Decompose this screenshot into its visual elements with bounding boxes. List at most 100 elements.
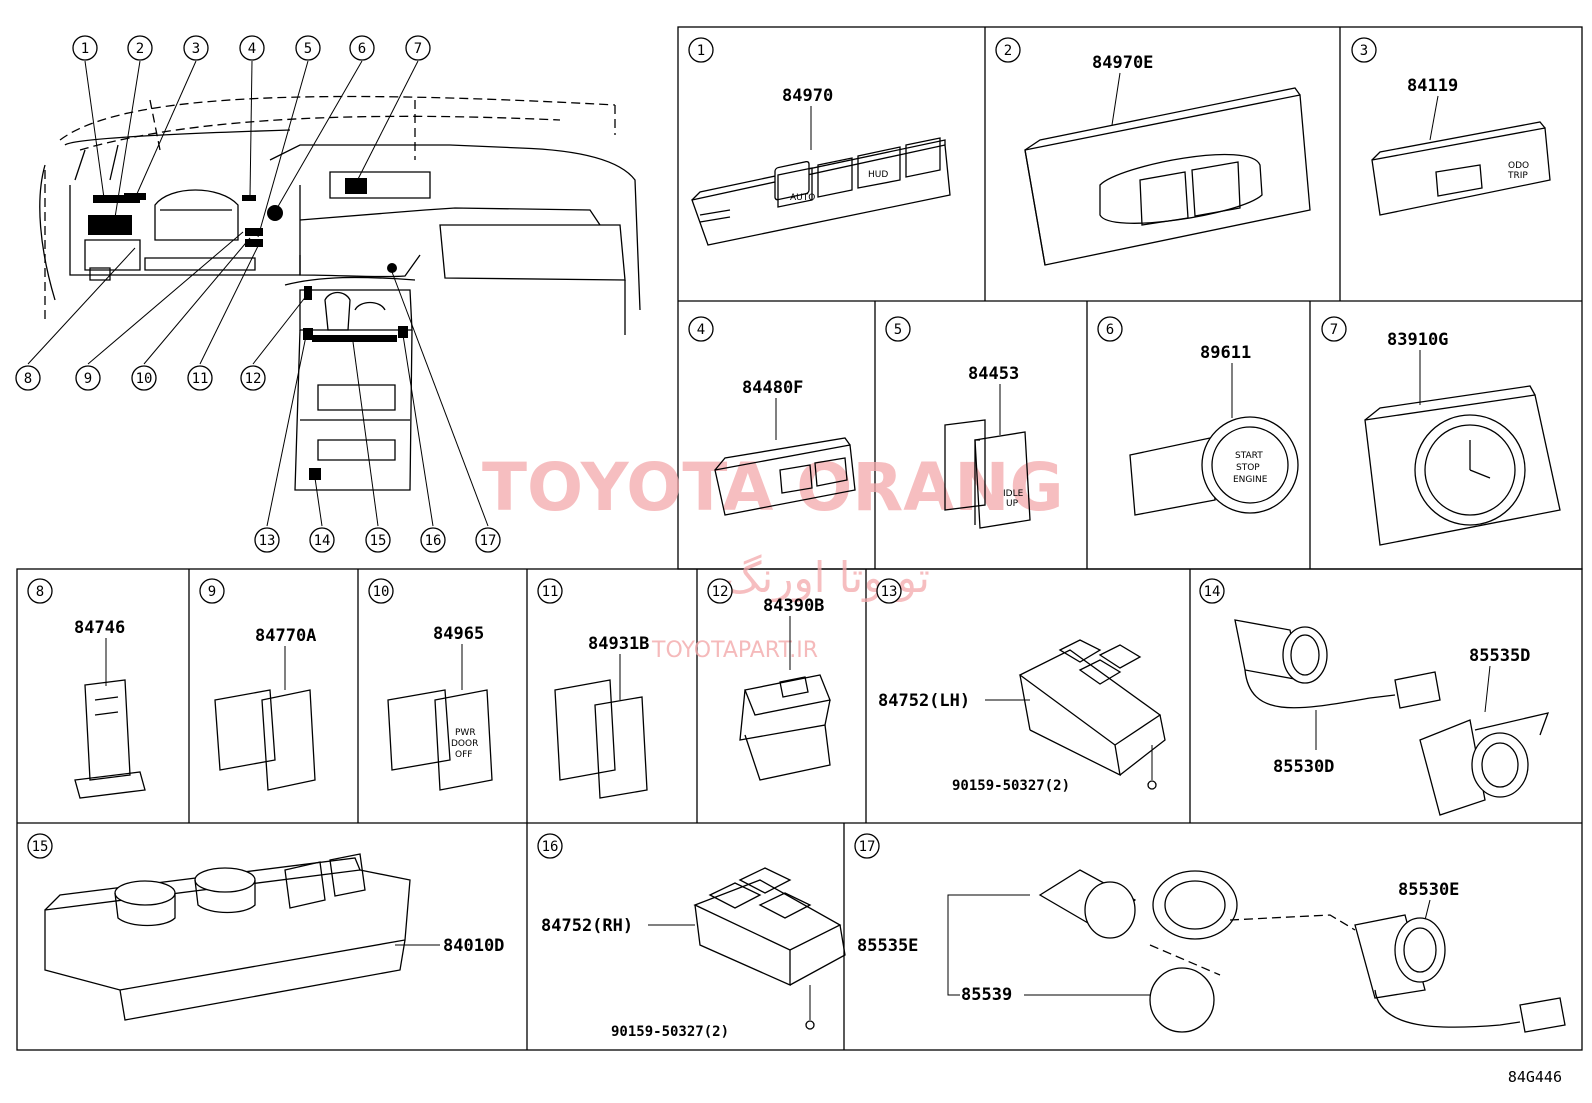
panel-1: 1 84970 AUTO HUD	[688, 37, 951, 246]
part-number-84970: 84970	[782, 86, 833, 106]
callout-4: 4	[239, 35, 265, 61]
panel-2: 2 84970E	[995, 37, 1311, 266]
svg-text:2: 2	[136, 41, 144, 57]
svg-text:9: 9	[208, 584, 216, 600]
part-number-84770A: 84770A	[255, 626, 316, 646]
panel-5: 5 84453 IDLE UP	[885, 316, 1031, 529]
svg-text:17: 17	[480, 533, 497, 549]
svg-text:14: 14	[314, 533, 331, 549]
svg-text:14: 14	[1204, 584, 1221, 600]
diagram-code: 84G446	[1508, 1068, 1562, 1086]
switch-84119: ODO TRIP	[1371, 121, 1551, 216]
switch-84746	[74, 679, 146, 799]
socket-85535D	[1419, 712, 1550, 816]
callout-12: 12	[240, 365, 266, 391]
switch-84752RH	[693, 867, 846, 987]
part-number-84453: 84453	[968, 364, 1019, 384]
watermark-site: TOYOTAPART.IR	[651, 638, 818, 663]
switch-84453: IDLE UP	[944, 419, 1031, 529]
socket-85530E	[1354, 914, 1566, 1033]
svg-text:7: 7	[1330, 322, 1338, 338]
socket-85535E	[1038, 869, 1238, 940]
overview-leaders	[27, 60, 489, 527]
part-number-83910G: 83910G	[1387, 330, 1448, 350]
svg-text:7: 7	[414, 41, 422, 57]
switch-84970E	[1024, 87, 1311, 266]
part-number-84480F: 84480F	[742, 378, 803, 398]
socket-85530D	[1234, 619, 1441, 709]
switch-84752LH	[1018, 639, 1166, 777]
svg-text:4: 4	[248, 41, 256, 57]
switch-84770A	[214, 689, 316, 791]
switch-84390B	[739, 674, 831, 781]
overview-callouts: 1 2 3 4 5 6 7 8 9 10 11 12 13 14 15 16 1…	[15, 35, 501, 553]
panel-9: 9 84770A	[199, 578, 316, 791]
svg-text:16: 16	[425, 533, 442, 549]
svg-text:2: 2	[1004, 43, 1012, 59]
panel-7: 7 83910G	[1321, 316, 1561, 546]
callout-11: 11	[187, 365, 213, 391]
svg-text:4: 4	[697, 322, 705, 338]
svg-text:START: START	[1235, 451, 1263, 461]
callout-16: 16	[420, 527, 446, 553]
part-number-84010D: 84010D	[443, 936, 504, 956]
svg-text:3: 3	[192, 41, 200, 57]
part-number-85530D: 85530D	[1273, 757, 1334, 777]
svg-text:3: 3	[1360, 43, 1368, 59]
part-number-84746: 84746	[74, 618, 125, 638]
svg-text:UP: UP	[1006, 499, 1019, 509]
part-number-85530E: 85530E	[1398, 880, 1459, 900]
panel-6: 6 89611 START STOP ENGINE	[1097, 316, 1299, 516]
part-number-84752LH: 84752(LH)	[878, 691, 970, 711]
svg-text:13: 13	[881, 584, 898, 600]
svg-text:13: 13	[259, 533, 276, 549]
callout-8: 8	[15, 365, 41, 391]
svg-text:10: 10	[373, 584, 390, 600]
panel-14: 14 85535D 85530D	[1199, 578, 1550, 816]
svg-text:8: 8	[24, 371, 32, 387]
part-number-85535E: 85535E	[857, 936, 918, 956]
part-number-84931B: 84931B	[588, 634, 649, 654]
panel-11: 11 84931B	[537, 578, 649, 799]
svg-text:ENGINE: ENGINE	[1233, 475, 1268, 485]
callout-14: 14	[309, 527, 335, 553]
callout-1: 1	[72, 35, 98, 61]
panel-16: 16 84752(RH) 90159-50327(2)	[537, 833, 846, 1040]
svg-text:9: 9	[84, 371, 92, 387]
part-number-89611: 89611	[1200, 343, 1251, 363]
part-number-84752RH: 84752(RH)	[541, 916, 633, 936]
watermark-brand: TOYOTA ORANG	[482, 449, 1064, 526]
switch-84931B	[554, 679, 648, 799]
svg-text:STOP: STOP	[1236, 463, 1260, 473]
panel-4: 4 84480F	[688, 316, 856, 516]
callout-5: 5	[295, 35, 321, 61]
part-number-84965: 84965	[433, 624, 484, 644]
svg-text:HUD: HUD	[868, 170, 888, 180]
callout-9: 9	[75, 365, 101, 391]
svg-text:DOOR: DOOR	[451, 739, 478, 749]
watermark: TOYOTA ORANG تویوتا اورنگ TOYOTAPART.IR	[482, 449, 1064, 663]
switch-89611: START STOP ENGINE	[1129, 416, 1299, 516]
svg-text:6: 6	[1106, 322, 1114, 338]
switch-bank-84970: AUTO HUD	[691, 137, 951, 246]
callout-15: 15	[365, 527, 391, 553]
switch-84965: PWR DOOR OFF	[387, 689, 493, 791]
svg-text:15: 15	[32, 839, 49, 855]
dashboard-overview	[39, 95, 641, 491]
climate-panel-84010D	[44, 853, 411, 1021]
panel-grid	[16, 26, 1583, 1051]
clock-83910G	[1364, 385, 1561, 546]
switch-84480F	[714, 437, 856, 516]
part-number-90159-RH: 90159-50327(2)	[611, 1024, 729, 1040]
svg-text:PWR: PWR	[455, 728, 476, 738]
svg-text:ODO: ODO	[1508, 161, 1529, 171]
svg-text:15: 15	[370, 533, 387, 549]
callout-17: 17	[475, 527, 501, 553]
svg-text:11: 11	[192, 371, 209, 387]
svg-text:OFF: OFF	[455, 750, 472, 760]
callout-13: 13	[254, 527, 280, 553]
part-number-84119: 84119	[1407, 76, 1458, 96]
svg-text:5: 5	[894, 322, 902, 338]
panel-15: 15 84010D	[27, 833, 504, 1021]
